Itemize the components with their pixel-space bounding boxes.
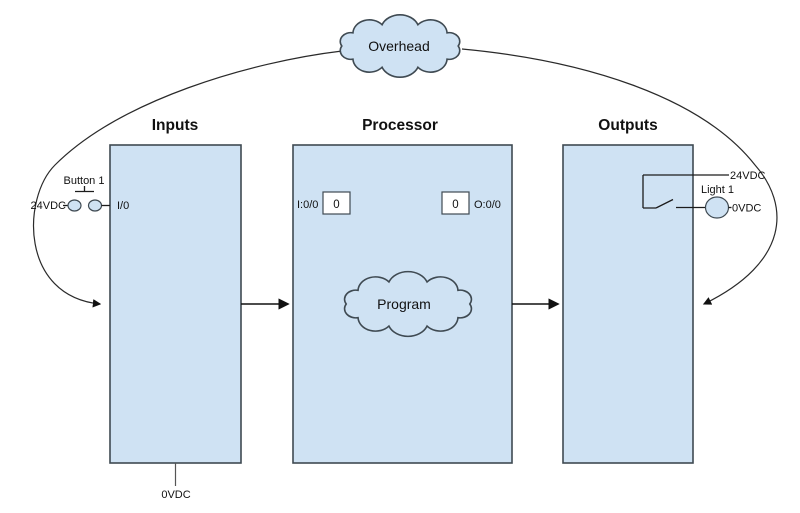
button-contact-left: [67, 199, 82, 212]
output-register-box: [441, 191, 470, 215]
program-cloud-label: Program: [377, 296, 431, 312]
inputs-supply-label: 24VDC: [31, 200, 67, 212]
button-plunger-symbol: [75, 186, 94, 193]
overhead-to-outputs-arc: [461, 48, 778, 305]
input-register-label: I:0/0: [297, 199, 318, 211]
output-register-label: O:0/0: [474, 199, 501, 211]
input-register-box: [322, 191, 351, 215]
outputs-supply-label: 24VDC: [730, 170, 766, 182]
outputs-title: Outputs: [598, 117, 657, 134]
button-label: Button 1: [64, 175, 105, 187]
input-terminal-label: I/0: [117, 200, 129, 212]
overhead-to-inputs-arc: [33, 50, 343, 308]
outputs-box: [562, 144, 694, 464]
inputs-box: [109, 144, 242, 464]
output-register-value: 0: [452, 199, 458, 211]
outputs-ground-label: 0VDC: [732, 203, 761, 215]
inputs-title: Inputs: [152, 117, 199, 134]
light-label: Light 1: [701, 184, 734, 196]
button-contact-right: [87, 199, 103, 212]
overhead-cloud-label: Overhead: [368, 38, 429, 54]
inputs-ground-label: 0VDC: [161, 489, 190, 501]
light-circle: [704, 196, 730, 219]
processor-title: Processor: [362, 117, 438, 134]
output-switch-symbol: [642, 175, 706, 209]
input-register-value: 0: [333, 199, 339, 211]
